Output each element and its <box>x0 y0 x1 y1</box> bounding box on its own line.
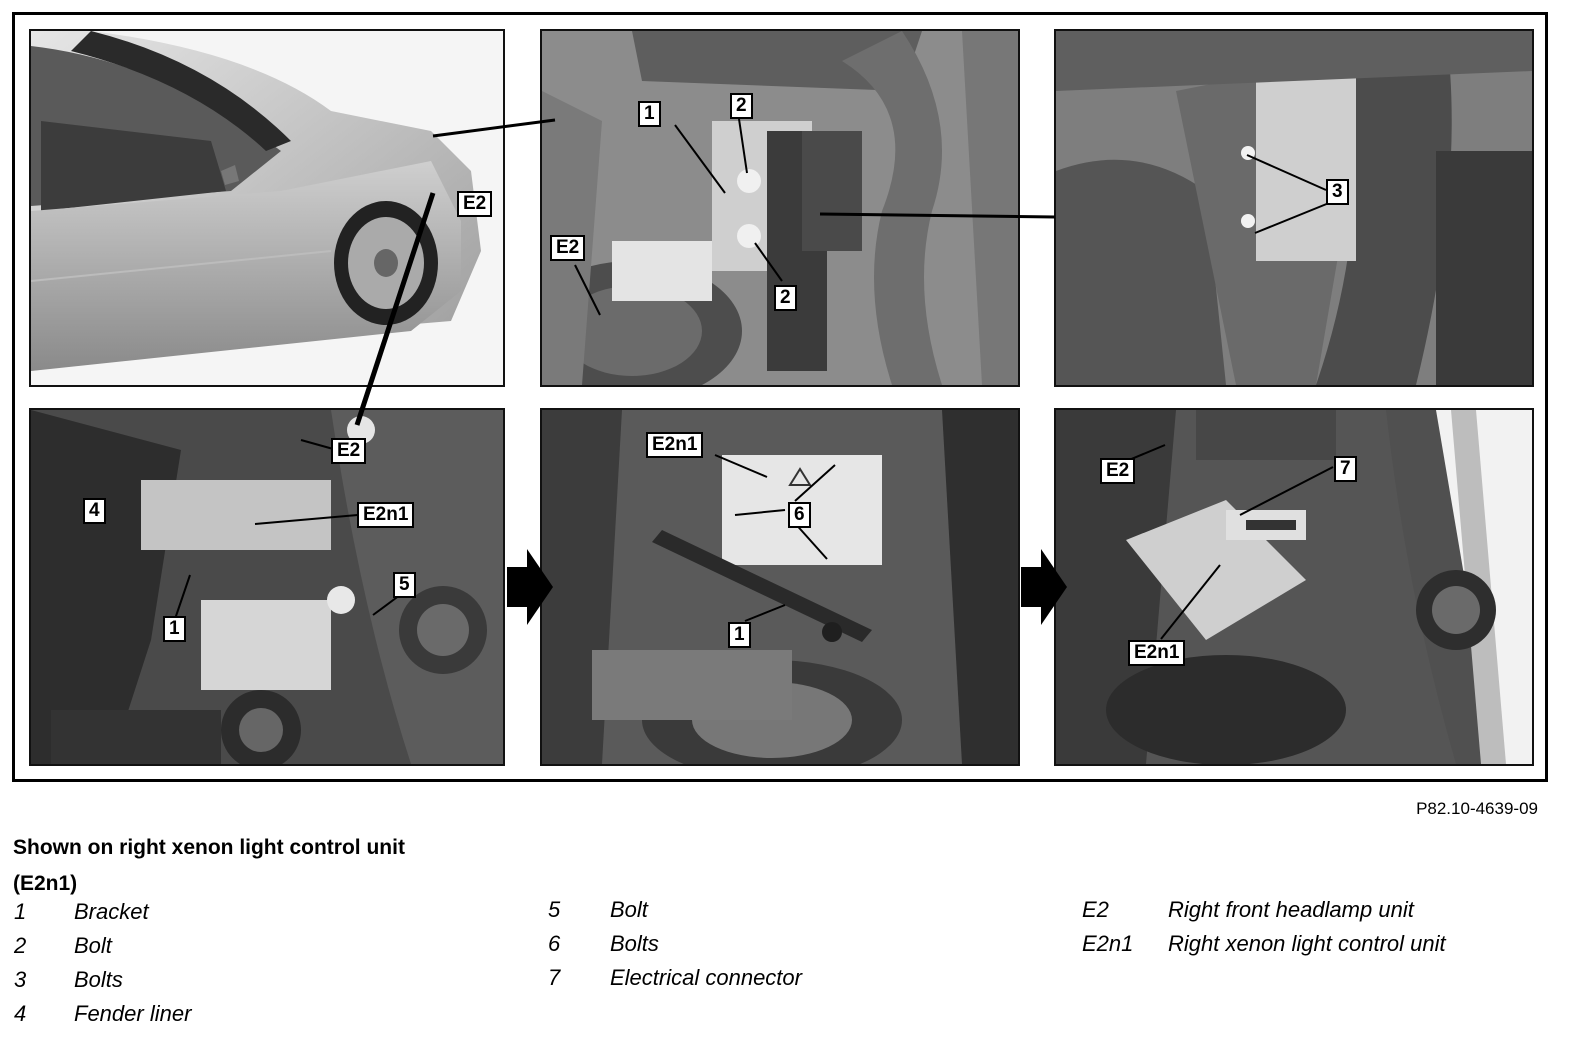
photo-fender-liner: E2 E2n1 4 5 1 <box>29 408 505 766</box>
callout-4: 4 <box>83 498 106 524</box>
callout-1: 1 <box>163 616 186 642</box>
legend-label: Bolt <box>74 933 112 958</box>
caption-line-1: Shown on right xenon light control unit <box>13 836 405 859</box>
wheel-arch-photo <box>31 410 503 764</box>
caption-line-2: (E2n1) <box>13 872 78 895</box>
engine-bay-photo <box>1056 31 1532 385</box>
legend-key: E2 <box>1082 897 1109 922</box>
legend-key: 6 <box>548 931 561 956</box>
callout-e2: E2 <box>457 191 493 217</box>
callout-6: 6 <box>788 502 811 528</box>
photo-car-front-view: E2 <box>29 29 505 387</box>
legend-key: 1 <box>14 899 27 924</box>
engine-bay-photo <box>542 31 1018 385</box>
legend-label: Right front headlamp unit <box>1168 897 1414 922</box>
callout-e2n1: E2n1 <box>646 432 704 458</box>
callout-3: 3 <box>1326 179 1349 205</box>
callout-1: 1 <box>638 101 661 127</box>
legend-key: 4 <box>14 1001 27 1026</box>
callout-e2n1: E2n1 <box>1128 640 1186 666</box>
legend-key: 3 <box>14 967 27 992</box>
callout-e2: E2 <box>550 235 586 261</box>
callout-2-lower: 2 <box>774 285 797 311</box>
legend-key: 7 <box>548 965 561 990</box>
legend-key: E2n1 <box>1082 931 1134 956</box>
car-illustration <box>31 31 503 385</box>
legend-label: Electrical connector <box>610 965 802 990</box>
legend-label: Bolts <box>74 967 123 992</box>
control-unit-photo <box>542 410 1018 764</box>
legend-label: Bracket <box>74 899 149 924</box>
photo-connector: E2 7 E2n1 <box>1054 408 1534 766</box>
callout-7: 7 <box>1334 456 1357 482</box>
legend-key: 5 <box>548 897 561 922</box>
legend-label: Right xenon light control unit <box>1168 931 1446 956</box>
photo-control-unit-bolts: E2n1 6 1 <box>540 408 1020 766</box>
photo-bracket-bolts: 3 <box>1054 29 1534 387</box>
callout-e2: E2 <box>331 438 367 464</box>
legend-label: Bolts <box>610 931 659 956</box>
callout-5: 5 <box>393 572 416 598</box>
legend-label: Bolt <box>610 897 648 922</box>
figure-frame: E2 1 2 2 E2 <box>12 12 1548 782</box>
photo-headlamp-bolts: 1 2 2 E2 <box>540 29 1020 387</box>
callout-2-upper: 2 <box>730 93 753 119</box>
legend-label: Fender liner <box>74 1001 192 1026</box>
figure-reference: P82.10-4639-09 <box>1416 799 1538 818</box>
callout-e2: E2 <box>1100 458 1136 484</box>
legend-key: 2 <box>14 933 27 958</box>
callout-1: 1 <box>728 622 751 648</box>
callout-e2n1: E2n1 <box>357 502 415 528</box>
figure-caption: Shown on right xenon light control unit … <box>13 830 405 902</box>
